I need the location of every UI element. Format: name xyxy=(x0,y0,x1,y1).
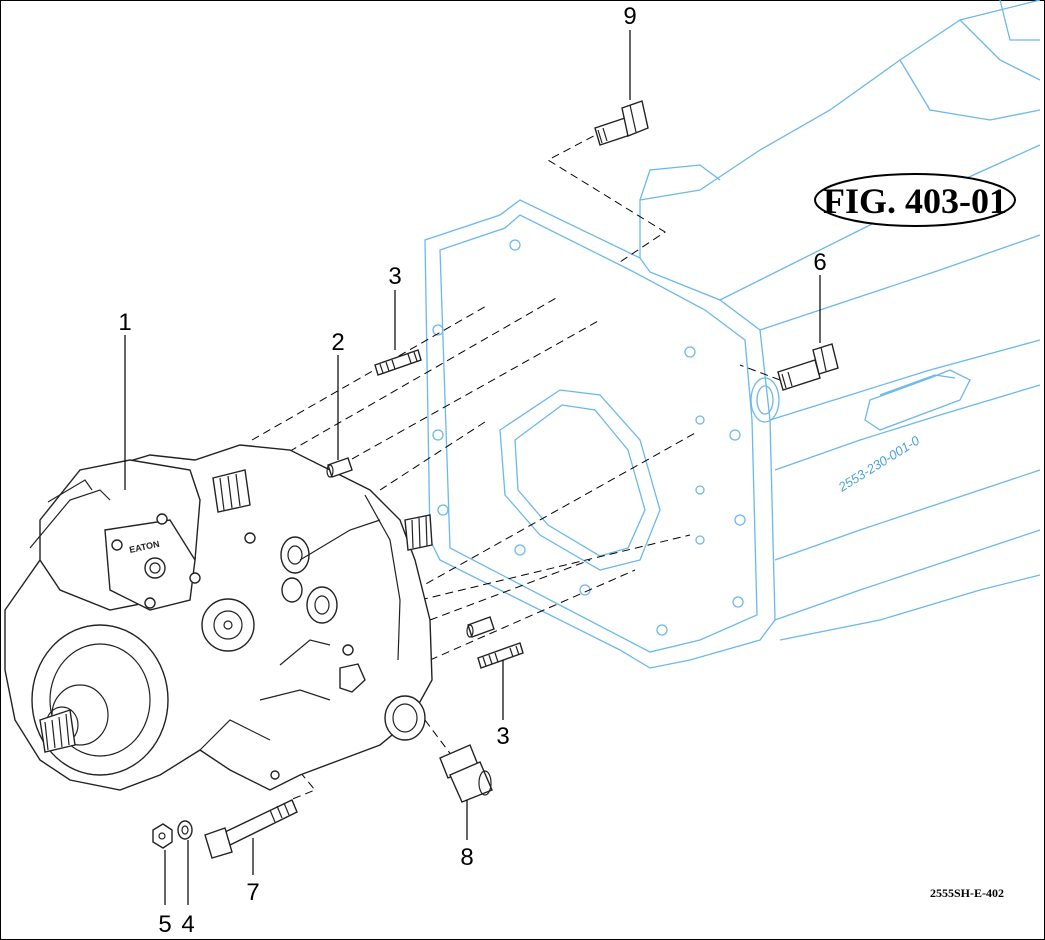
callout-5: 5 xyxy=(158,911,171,938)
pump-screws xyxy=(111,513,354,780)
housing-flange-inner xyxy=(439,214,758,653)
part-3-stud-upper xyxy=(374,349,422,376)
callout-6: 6 xyxy=(813,249,826,276)
pump-end-cover xyxy=(31,624,169,776)
housing-flange xyxy=(424,199,776,669)
part-4-washer xyxy=(177,820,193,840)
callout-7: 7 xyxy=(246,879,259,906)
callout-2: 2 xyxy=(331,329,344,356)
figure-label-text: FIG. 403-01 xyxy=(823,181,1007,221)
callout-leaders xyxy=(124,30,821,905)
callout-3-lower: 3 xyxy=(496,723,509,750)
part-2-dowel-lower xyxy=(466,616,495,638)
callout-9: 9 xyxy=(623,3,636,30)
pump-center-hub xyxy=(201,598,255,652)
part-6-bolt xyxy=(777,343,839,391)
drawing-code: 2555SH-E-402 xyxy=(930,886,1004,900)
part-5-nut xyxy=(152,823,173,849)
housing-pad xyxy=(864,369,971,431)
callout-1: 1 xyxy=(118,309,131,336)
housing-opening xyxy=(499,389,661,571)
part-2-dowel xyxy=(326,457,353,478)
housing-part-number: 2553-230-001-0 xyxy=(835,432,923,495)
part-9-bolt xyxy=(594,100,649,146)
part-7-bolt xyxy=(204,799,298,859)
figure-label: FIG. 403-01 xyxy=(814,173,1016,227)
callout-8: 8 xyxy=(460,844,473,871)
pump-outlet-port xyxy=(384,695,426,741)
pump-upper-spline xyxy=(212,469,251,513)
figure-label-oval xyxy=(814,173,1016,227)
pump-port-upper xyxy=(280,536,310,574)
pump-port-lower xyxy=(306,586,338,624)
callout-4: 4 xyxy=(181,911,194,938)
transmission-housing xyxy=(424,0,1041,669)
pump-assembly: EATON xyxy=(4,444,433,791)
part-3-stud-lower xyxy=(477,642,524,669)
part-8-fitting xyxy=(439,744,493,803)
callout-3-upper: 3 xyxy=(388,263,401,290)
flange-holes xyxy=(432,239,746,636)
housing-body xyxy=(639,0,1041,258)
